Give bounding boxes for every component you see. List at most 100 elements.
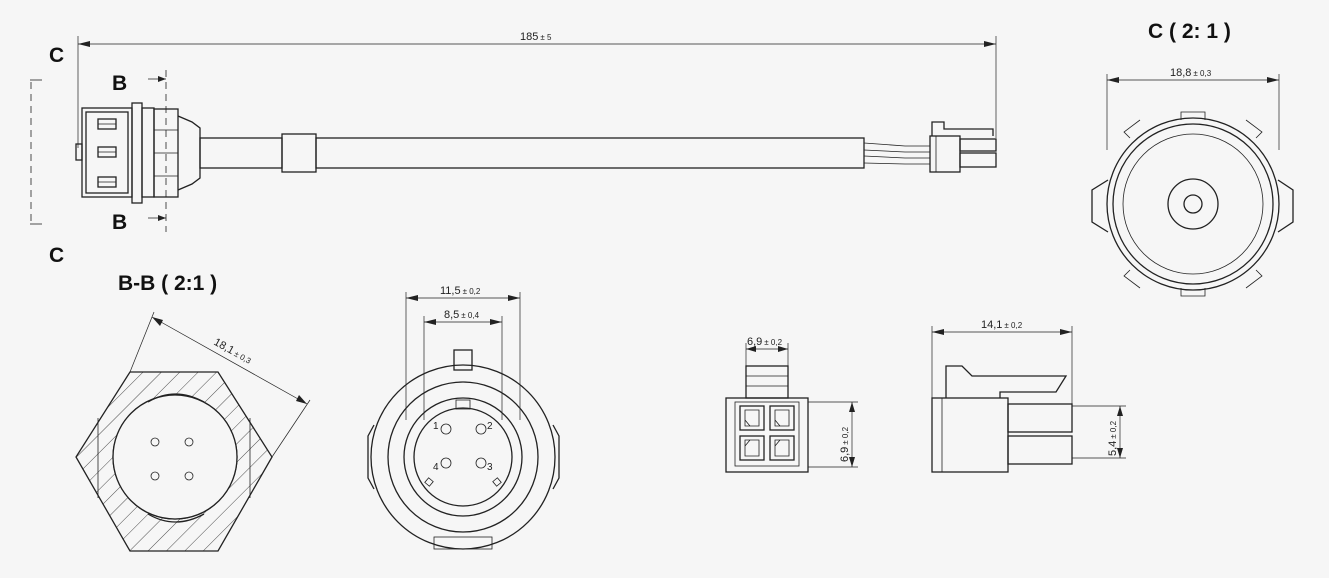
dim-11-5-arrow-right bbox=[508, 295, 520, 301]
dim-18-1-line bbox=[151, 316, 308, 405]
dim-front-inner-tol: ± 0,4 bbox=[461, 311, 479, 320]
section-label-c-top: C bbox=[49, 44, 64, 67]
view-c-hub bbox=[1167, 178, 1219, 230]
dim-6-9w-arrow-left bbox=[746, 346, 756, 352]
dim-housing-height-value: 6,9 bbox=[839, 447, 851, 462]
cavity-1 bbox=[739, 405, 765, 431]
dim-18-1-ext-upper bbox=[129, 311, 155, 373]
side-terminal-top bbox=[1007, 403, 1073, 433]
pin-label-1: 1 bbox=[433, 421, 439, 432]
view-c-outer-circle bbox=[1106, 117, 1280, 291]
flange bbox=[131, 102, 143, 204]
cable bbox=[315, 137, 865, 169]
side-terminal-bottom bbox=[1007, 435, 1073, 465]
hex-bore-fill bbox=[113, 395, 237, 519]
plug-housing bbox=[929, 135, 961, 173]
pin-label-2: 2 bbox=[487, 421, 493, 432]
dim-8-5-arrow-left bbox=[424, 319, 436, 325]
front-outer-circle bbox=[370, 364, 556, 550]
dim-18-8-arrow-left bbox=[1107, 77, 1119, 83]
dim-front-inner-value: 8,5 bbox=[444, 309, 459, 321]
dim-housing-width-label: 6,9± 0,2 bbox=[747, 336, 783, 348]
dim-view-c-diameter-value: 18,8 bbox=[1170, 67, 1191, 79]
dim-side-height-tol: ± 0,2 bbox=[1109, 420, 1118, 438]
dim-hex-across-tol: ± 0,3 bbox=[233, 349, 253, 366]
view-c-bump bbox=[1245, 119, 1263, 139]
section-label-b-top: B bbox=[112, 72, 127, 95]
dim-18-8-arrow-right bbox=[1267, 77, 1279, 83]
hex-key-top bbox=[147, 393, 205, 403]
bb-pin-hole bbox=[150, 437, 160, 447]
pin-label-3: 3 bbox=[487, 462, 493, 473]
dim-housing-height-tol: ± 0,2 bbox=[841, 426, 850, 444]
section-label-c-bottom: C bbox=[49, 244, 64, 267]
cavity-3-terminal bbox=[744, 439, 760, 457]
section-bb-title: B-B ( 2:1 ) bbox=[118, 272, 217, 295]
dim-14-1-arrow-right bbox=[1060, 329, 1072, 335]
dim-hex-across-value: 18,1 bbox=[212, 336, 237, 357]
flange-ring bbox=[141, 107, 155, 198]
connector-front-rim bbox=[85, 111, 129, 194]
cavity-4-terminal bbox=[774, 439, 790, 457]
front-pin-4 bbox=[440, 457, 452, 469]
front-insert-face bbox=[413, 407, 513, 507]
dim-185-arrow-left bbox=[78, 41, 90, 47]
view-c-bump bbox=[1245, 269, 1263, 289]
dim-view-c-diameter-tol: ± 0,3 bbox=[1193, 69, 1211, 78]
cavity-1-terminal bbox=[744, 409, 760, 427]
pin-stub bbox=[75, 143, 83, 161]
front-insert-outer bbox=[403, 397, 523, 517]
plug-terminal-bottom bbox=[959, 152, 997, 168]
housing-latch bbox=[745, 365, 789, 399]
bb-pin-hole bbox=[150, 471, 160, 481]
wire-lower bbox=[863, 155, 930, 159]
side-latch bbox=[945, 365, 1068, 398]
connector-front-body bbox=[81, 107, 133, 198]
dim-6-9h-arrow-top bbox=[849, 402, 855, 412]
dim-6-9h-arrow-bottom bbox=[849, 457, 855, 467]
wire-bottom bbox=[863, 162, 930, 165]
wire-upper bbox=[863, 149, 930, 153]
front-pin-2 bbox=[475, 423, 487, 435]
dim-housing-width-value: 6,9 bbox=[747, 336, 762, 348]
view-c-bump bbox=[1180, 288, 1206, 297]
cavity-2 bbox=[769, 405, 795, 431]
section-label-b-bottom: B bbox=[112, 211, 127, 234]
view-c-bump bbox=[1180, 111, 1206, 120]
dim-5-4-arrow-top bbox=[1117, 406, 1123, 416]
front-key-notch bbox=[455, 399, 471, 410]
dim-11-5-arrow-left bbox=[406, 295, 418, 301]
pin-label-4: 4 bbox=[433, 462, 439, 473]
dim-housing-height-label: 6,9 ± 0,2 bbox=[839, 426, 851, 462]
dim-side-length-tol: ± 0,2 bbox=[1004, 321, 1022, 330]
dim-8-5-arrow-right bbox=[490, 319, 502, 325]
front-key-slot bbox=[453, 349, 473, 371]
dim-front-outer-label: 11,5± 0,2 bbox=[440, 285, 481, 297]
cavity-4 bbox=[769, 435, 795, 461]
dim-overall-length-value: 185 bbox=[520, 31, 538, 43]
bb-pin-hole bbox=[184, 437, 194, 447]
dim-18-1-arrow-upper bbox=[152, 317, 163, 326]
dim-side-height-value: 5,4 bbox=[1107, 441, 1119, 456]
front-bottom-tab bbox=[433, 536, 493, 550]
wire-top bbox=[863, 142, 930, 147]
front-lug-right bbox=[552, 424, 560, 490]
view-c-bump bbox=[1123, 119, 1141, 139]
cable-sleeve bbox=[281, 133, 317, 173]
housing-inner bbox=[734, 401, 800, 467]
dim-front-outer-tol: ± 0,2 bbox=[463, 287, 481, 296]
nut-chamfer bbox=[177, 115, 201, 191]
dim-5-4-arrow-bottom bbox=[1117, 448, 1123, 458]
plug-housing-side-view: 14,1± 0,2 5,4 ± 0,2 bbox=[931, 319, 1126, 473]
dim-overall-length-label: 185± 5 bbox=[520, 31, 552, 43]
dim-side-length-label: 14,1± 0,2 bbox=[981, 319, 1023, 331]
view-c-lug-left bbox=[1091, 179, 1109, 233]
dim-18-1-arrow-lower bbox=[296, 395, 307, 404]
view-c-title: C ( 2: 1 ) bbox=[1148, 20, 1231, 43]
dim-view-c-diameter-label: 18,8± 0,3 bbox=[1170, 67, 1212, 79]
section-b-b: B-B ( 2:1 ) 18,1± 0,3 bbox=[75, 272, 311, 552]
dim-front-outer-value: 11,5 bbox=[440, 285, 461, 297]
view-c-inner-ring bbox=[1122, 133, 1264, 275]
section-arrow-b-bottom bbox=[158, 215, 166, 221]
